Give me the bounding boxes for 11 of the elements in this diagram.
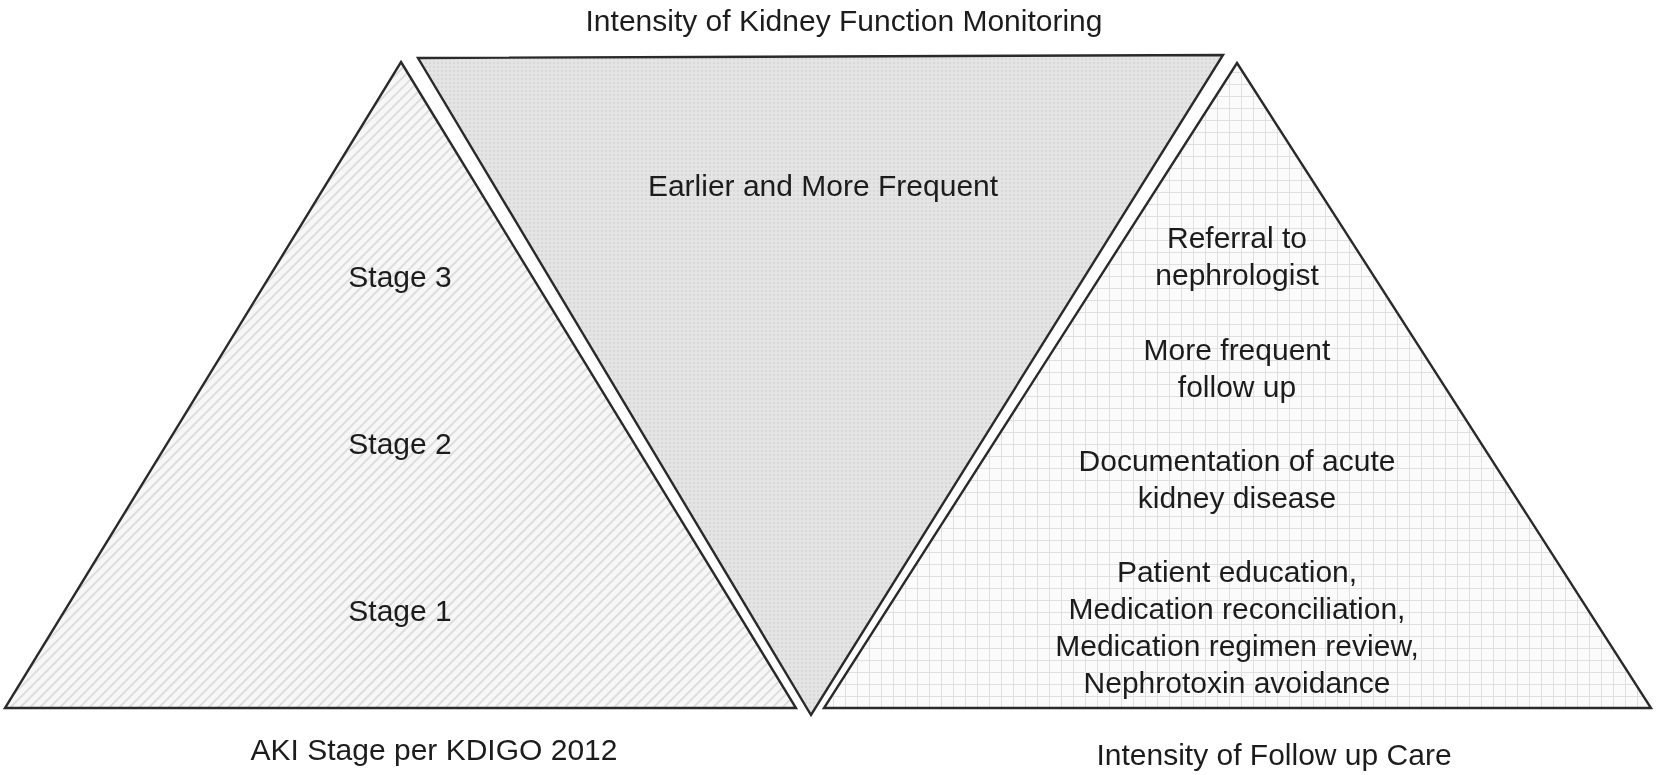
triangle-heading: Intensity of Kidney Function Monitoring (585, 2, 1103, 39)
care-action-label: Patient education, Medication reconciliation, Medication regimen review, Nephrotoxin avoidance (1054, 554, 1420, 701)
care-action-label: More frequent follow up (1142, 332, 1332, 405)
stage-label: Stage 2 (348, 425, 452, 462)
stage-label: Stage 1 (348, 592, 452, 629)
care-action-label: Referral to nephrologist (1154, 220, 1320, 293)
triangle-caption: AKI Stage per KDIGO 2012 (250, 731, 618, 768)
monitoring-label: Earlier and More Frequent (647, 167, 999, 204)
care-action-label: Documentation of acute kidney disease (1077, 443, 1397, 516)
stage-label: Stage 3 (348, 258, 452, 295)
triangle-caption: Intensity of Follow up Care (1096, 736, 1452, 773)
